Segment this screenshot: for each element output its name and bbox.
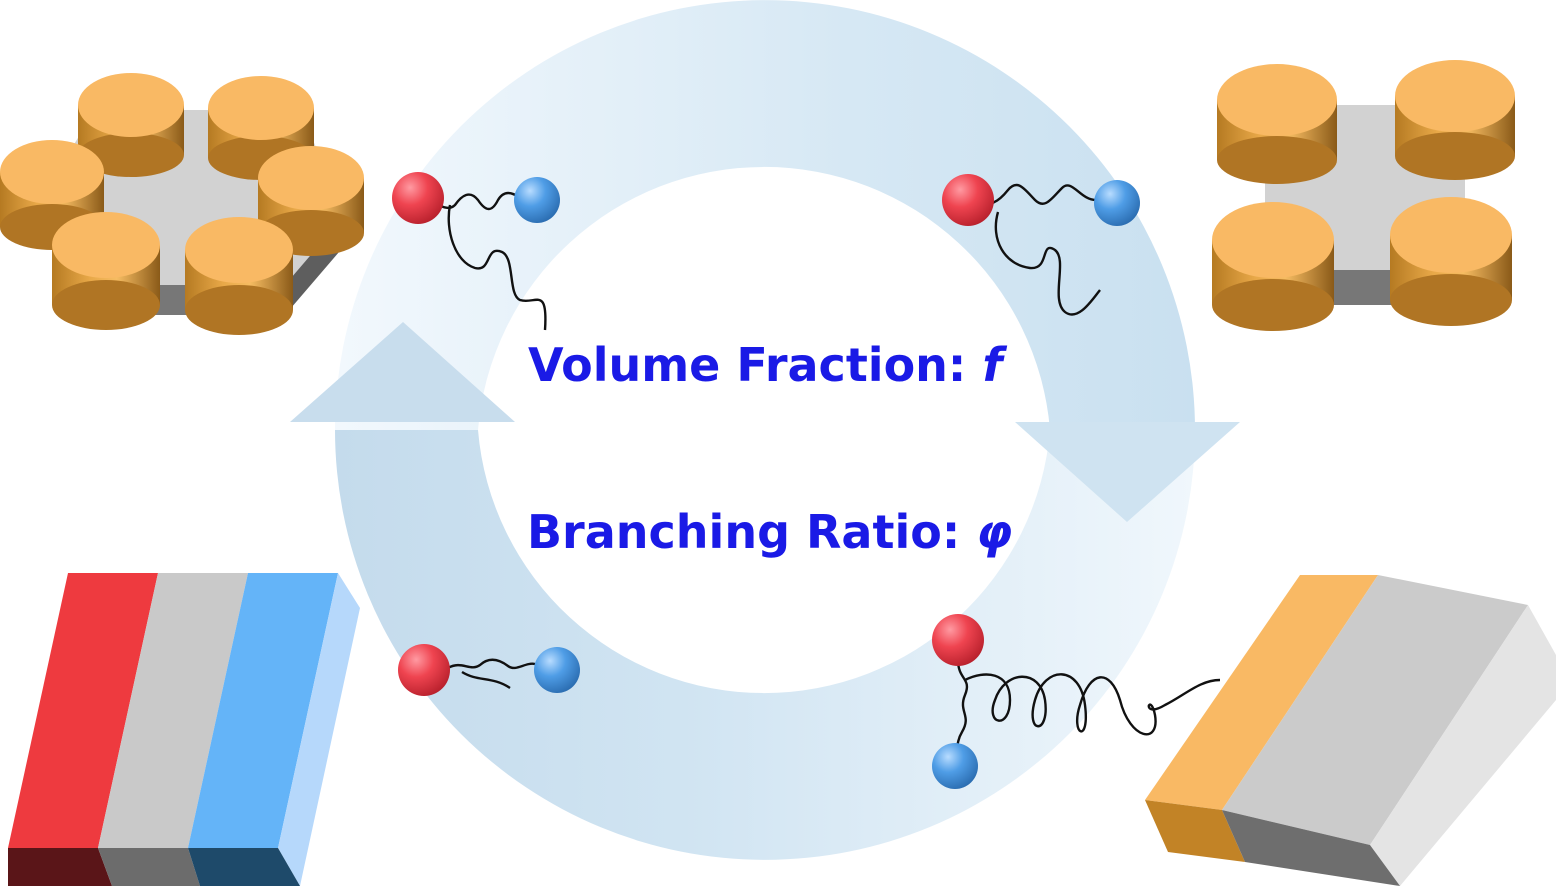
- branching-ratio-symbol: φ: [976, 505, 1012, 559]
- blue-bead: [1094, 180, 1140, 226]
- cycle-arrow-ring: [290, 0, 1240, 860]
- branching-ratio-label: Branching Ratio: φ: [527, 505, 1012, 559]
- arrowhead-up-left: [290, 322, 515, 422]
- blue-bead: [514, 177, 560, 223]
- branching-ratio-text: Branching Ratio:: [527, 505, 976, 559]
- blue-bead: [534, 647, 580, 693]
- chain-top-left: [419, 191, 547, 331]
- tetragonal-cylinder-phase: [1212, 60, 1515, 331]
- red-bead: [932, 614, 984, 666]
- two-color-lamellar-phase: [1145, 575, 1556, 886]
- blue-bead: [932, 743, 978, 789]
- red-bead: [398, 644, 450, 696]
- ring-top-half: [335, 0, 1195, 431]
- chain-top-right: [969, 183, 1101, 316]
- red-bead: [392, 172, 444, 224]
- volume-fraction-label: Volume Fraction: f: [528, 338, 1007, 392]
- volume-fraction-symbol: f: [982, 338, 1007, 392]
- chain-bottom-left: [447, 658, 536, 690]
- three-color-lamellar-phase: [8, 573, 360, 886]
- red-bead: [942, 174, 994, 226]
- hexagonal-cylinder-phase: [0, 73, 364, 335]
- ring-bottom-half: [335, 430, 1195, 860]
- arrowhead-down-right: [1015, 422, 1240, 522]
- volume-fraction-text: Volume Fraction:: [528, 338, 982, 392]
